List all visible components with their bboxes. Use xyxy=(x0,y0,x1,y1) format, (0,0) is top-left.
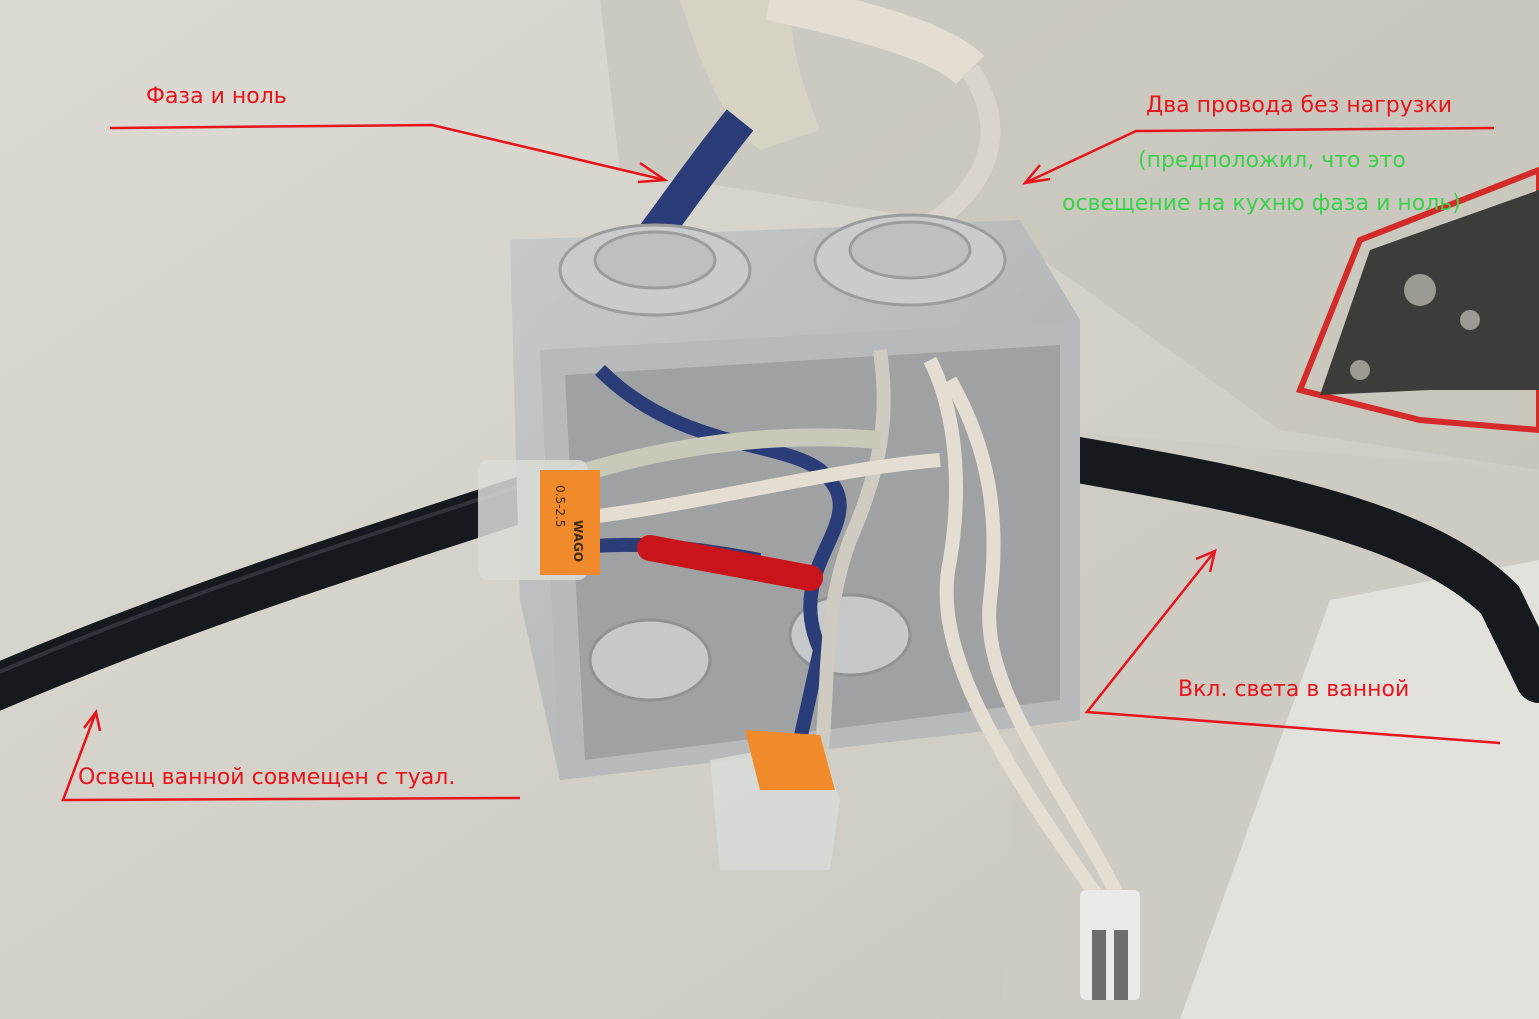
connector-brand-text: WAGO xyxy=(571,520,585,562)
label-two-wires-no-load: Два провода без нагрузки xyxy=(1146,93,1453,118)
arrowhead-two-wires xyxy=(1021,164,1051,185)
ceiling-wire-white-top xyxy=(765,0,985,85)
connector-marking-text: 0.5-2.5 xyxy=(553,485,567,528)
red-tape xyxy=(637,535,823,591)
arrowhead-phase-neutral xyxy=(637,161,669,184)
wago-connector-bottom xyxy=(710,730,840,870)
wire-white-inner-2 xyxy=(923,356,1106,905)
ceiling-conduit xyxy=(680,0,820,150)
white-connector xyxy=(1080,890,1140,1000)
wire-white-inner-1 xyxy=(813,349,891,762)
annotation-arrows xyxy=(61,123,1501,802)
white-wires-in xyxy=(914,64,1001,239)
wago-connector-left: 0.5-2.5 WAGO xyxy=(478,460,600,580)
wire-white-to-connector xyxy=(559,453,941,527)
knockout-left xyxy=(588,618,712,702)
label-bath-light-switch: Вкл. света в ванной xyxy=(1178,677,1410,702)
ceiling-concrete xyxy=(600,0,1539,470)
arrow-two-wires xyxy=(1024,126,1495,185)
label-assumption-line1: (предположил, что это xyxy=(1138,148,1406,173)
metal-bracket xyxy=(1295,166,1539,434)
arrow-bath-combined xyxy=(61,711,521,802)
arrowhead-bath-switch xyxy=(1195,548,1217,573)
label-phase-neutral: Фаза и ноль xyxy=(146,84,287,109)
arrowhead-bath-combined xyxy=(83,709,102,732)
concrete-block xyxy=(1180,560,1539,1019)
wire-gray-to-connector xyxy=(557,428,881,489)
arrow-bath-switch xyxy=(1084,550,1501,745)
label-bath-light-combined: Освещ ванной совмещен с туал. xyxy=(78,765,456,790)
arrow-phase-neutral xyxy=(109,123,666,182)
wire-white-inner-3 xyxy=(943,376,1127,904)
label-assumption-line2: освещение на кухню фаза и ноль) xyxy=(1062,191,1461,216)
